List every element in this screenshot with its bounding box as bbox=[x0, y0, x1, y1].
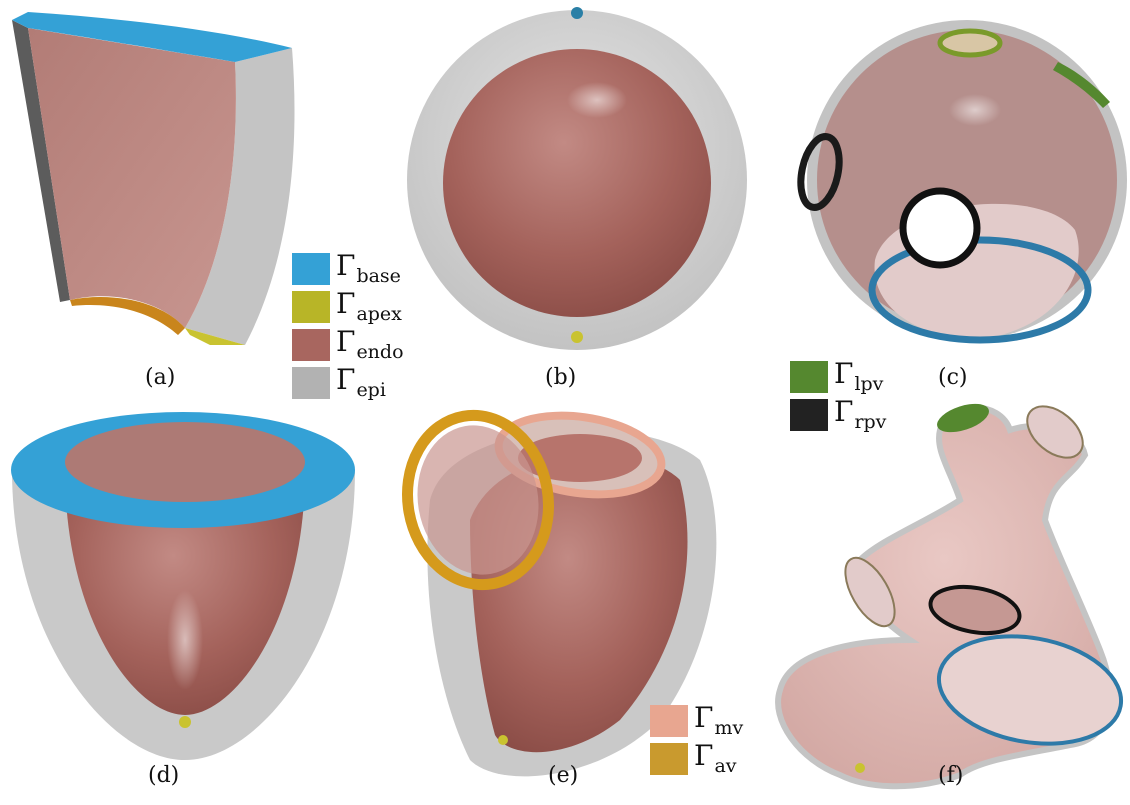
legend-symbol: Γ bbox=[336, 325, 355, 358]
legend-symbol: Γ bbox=[694, 739, 713, 772]
panel-d-ventricle bbox=[11, 412, 355, 760]
legend-item-apex: Γapex bbox=[292, 288, 404, 326]
legend-symbol: Γ bbox=[834, 395, 853, 428]
panel-label-c: (c) bbox=[938, 367, 968, 389]
swatch-base bbox=[292, 253, 330, 285]
legend-item-base: Γbase bbox=[292, 250, 404, 288]
legend-sub-base: base bbox=[356, 265, 401, 287]
legend-sub-mv: mv bbox=[714, 717, 743, 739]
legend-symbol: Γ bbox=[336, 249, 355, 282]
panel-a-wedge bbox=[12, 12, 295, 345]
legend-symbol: Γ bbox=[336, 287, 355, 320]
legend-item-lpv: Γlpv bbox=[790, 358, 886, 396]
panel-label-e: (e) bbox=[548, 765, 578, 787]
legend-sub-lpv: lpv bbox=[854, 373, 883, 395]
base-opening bbox=[65, 422, 305, 502]
legend-sub-epi: epi bbox=[356, 379, 385, 401]
legend-valves: Γmv Γav bbox=[650, 702, 743, 778]
top-lpv-ring bbox=[940, 31, 1000, 55]
swatch-rpv bbox=[790, 399, 828, 431]
legend-symbol: Γ bbox=[694, 701, 713, 734]
legend-sub-endo: endo bbox=[356, 341, 403, 363]
panel-label-b: (b) bbox=[545, 367, 576, 389]
legend-item-epi: Γepi bbox=[292, 364, 404, 402]
swatch-av bbox=[650, 743, 688, 775]
legend-symbol: Γ bbox=[336, 363, 355, 396]
apex-point bbox=[498, 735, 508, 745]
swatch-lpv bbox=[790, 361, 828, 393]
apex-point bbox=[855, 763, 865, 773]
legend-pulmonary-veins: Γlpv Γrpv bbox=[790, 358, 886, 434]
swatch-apex bbox=[292, 291, 330, 323]
legend-sub-av: av bbox=[714, 755, 736, 777]
legend-item-rpv: Γrpv bbox=[790, 396, 886, 434]
base-point bbox=[571, 7, 583, 19]
apex-point bbox=[179, 716, 191, 728]
legend-ventricle: Γbase Γapex Γendo Γepi bbox=[292, 250, 404, 402]
panel-label-f: (f) bbox=[938, 765, 963, 787]
legend-item-endo: Γendo bbox=[292, 326, 404, 364]
panel-c-sphere bbox=[795, 20, 1127, 340]
center-rpv-ring bbox=[903, 191, 977, 265]
legend-item-mv: Γmv bbox=[650, 702, 743, 740]
legend-sub-apex: apex bbox=[356, 303, 401, 325]
legend-symbol: Γ bbox=[834, 357, 853, 390]
panel-label-d: (d) bbox=[148, 765, 179, 787]
panel-label-a: (a) bbox=[145, 367, 175, 389]
swatch-epi bbox=[292, 367, 330, 399]
apex-point bbox=[571, 331, 583, 343]
swatch-mv bbox=[650, 705, 688, 737]
panel-f-atrium bbox=[778, 396, 1130, 786]
swatch-endo bbox=[292, 329, 330, 361]
legend-item-av: Γav bbox=[650, 740, 743, 778]
legend-sub-rpv: rpv bbox=[854, 411, 886, 433]
panel-b-spheres bbox=[407, 7, 747, 350]
